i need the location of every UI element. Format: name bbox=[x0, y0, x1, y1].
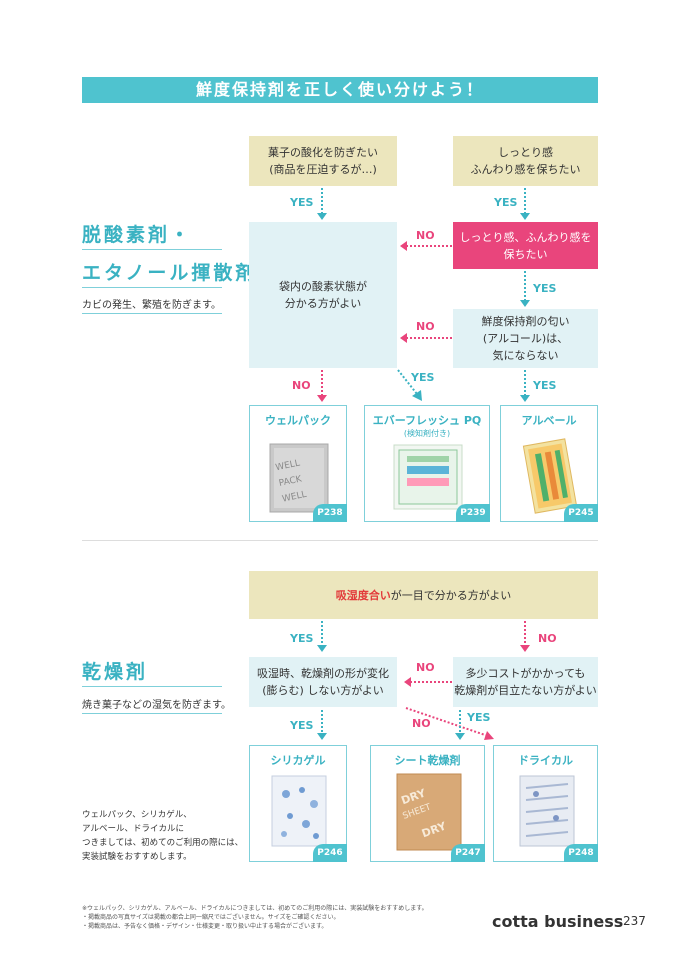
page-badge: P239 bbox=[456, 504, 490, 522]
label-s1-yes-2: YES bbox=[494, 196, 518, 209]
section1-rule-1 bbox=[82, 249, 222, 250]
arrow-s1-state-yes bbox=[397, 369, 422, 401]
label-s1-no-1: NO bbox=[416, 229, 435, 242]
box-humidity-visible: 吸湿度合いが一目で分かる方がよい bbox=[249, 571, 598, 619]
box-shape-unchanged: 吸湿時、乾燥剤の形が変化 (膨らむ) しない方がよい bbox=[249, 657, 397, 707]
arrow-s1-pink-yes bbox=[520, 271, 530, 307]
page-badge: P248 bbox=[564, 844, 598, 862]
product-card-silica-gel[interactable]: シリカゲル P246 bbox=[249, 745, 347, 862]
label-s2-yes-3: YES bbox=[467, 711, 491, 724]
page-badge: P245 bbox=[564, 504, 598, 522]
footnote-1: ※ウェルパック、シリカゲル、アルベール、ドライカルにつきましては、初めてのご利用… bbox=[82, 905, 428, 912]
arrow-s1-pink-no bbox=[400, 241, 452, 251]
arrow-s2-cost-no bbox=[404, 677, 452, 687]
sheet-desiccant-photo: DRY SHEET DRY bbox=[396, 773, 462, 851]
label-s1-no-2: NO bbox=[416, 320, 435, 333]
section1-rule-3 bbox=[82, 313, 222, 314]
page-badge: P238 bbox=[313, 504, 347, 522]
label-s2-yes-2: YES bbox=[290, 719, 314, 732]
section1-rule-2 bbox=[82, 287, 222, 288]
label-s2-no-1: NO bbox=[538, 632, 557, 645]
arrow-s2-cost-yes bbox=[455, 710, 465, 740]
brand-logo: cotta business bbox=[492, 912, 624, 931]
page-banner: 鮮度保持剤を正しく使い分けよう！ bbox=[82, 77, 598, 103]
arrow-s2-top-yes bbox=[317, 621, 327, 652]
emphasis-text: 吸湿度合い bbox=[335, 588, 391, 602]
product-card-wellpack[interactable]: ウェルパック WELL PACK WELL P238 bbox=[249, 405, 347, 522]
arrow-s1-state-no bbox=[317, 370, 327, 402]
page-badge: P246 bbox=[313, 844, 347, 862]
arrow-s1-oxidation-yes bbox=[317, 188, 327, 220]
label-s2-yes-1: YES bbox=[290, 632, 314, 645]
product-subtitle: (検知剤付き) bbox=[403, 429, 451, 438]
product-name: ウェルパック bbox=[265, 414, 331, 427]
section2-desc: 焼き菓子などの湿気を防ぎます。 bbox=[82, 700, 231, 711]
page-badge: P247 bbox=[451, 844, 485, 862]
product-card-sheet-desiccant[interactable]: シート乾燥剤 DRY SHEET DRY P247 bbox=[370, 745, 485, 862]
label-s1-yes-5: YES bbox=[533, 379, 557, 392]
label-s1-no-3: NO bbox=[292, 379, 311, 392]
box-oxygen-state: 袋内の酸素状態が 分かる方がよい bbox=[249, 222, 397, 368]
section2-note: ウェルパック、シリカゲル、 アルベール、ドライカルに つきましては、初めてのご利… bbox=[82, 810, 244, 862]
section-divider bbox=[82, 540, 598, 541]
product-name: ドライカル bbox=[518, 754, 573, 767]
svg-text:PACK: PACK bbox=[278, 474, 304, 489]
product-name: シート乾燥剤 bbox=[394, 754, 461, 767]
page-number: 237 bbox=[623, 914, 646, 928]
product-card-albel[interactable]: アルベール P245 bbox=[500, 405, 598, 522]
box-keep-moist-pink: しっとり感、ふんわり感を 保ちたい bbox=[453, 222, 598, 269]
arrow-s2-shape-no bbox=[405, 707, 494, 740]
label-s1-yes-1: YES bbox=[290, 196, 314, 209]
product-card-drycal[interactable]: ドライカル P248 bbox=[493, 745, 598, 862]
drycal-photo bbox=[519, 775, 575, 847]
product-card-everfresh-pq[interactable]: エバーフレッシュ PQ (検知剤付き) P239 bbox=[364, 405, 490, 522]
product-name: シリカゲル bbox=[270, 754, 326, 767]
box-text: が一目で分かる方がよい bbox=[390, 588, 512, 602]
albel-photo bbox=[522, 438, 578, 514]
section2-rule-2 bbox=[82, 713, 222, 714]
box-cost-inconspicuous: 多少コストがかかっても 乾燥剤が目立たない方がよい bbox=[453, 657, 598, 707]
label-s2-no-2: NO bbox=[416, 661, 435, 674]
box-alcohol-smell: 鮮度保持剤の匂い (アルコール)は、 気にならない bbox=[453, 309, 598, 368]
section1-title-line1: 脱酸素剤・ bbox=[82, 224, 193, 246]
box-keep-moist: しっとり感 ふんわり感を保ちたい bbox=[453, 136, 598, 186]
product-name: エバーフレッシュ PQ bbox=[372, 414, 482, 427]
everfresh-photo bbox=[393, 444, 463, 510]
arrow-s2-top-no bbox=[520, 621, 530, 652]
section2-title: 乾燥剤 bbox=[82, 661, 149, 683]
arrow-s2-shape-yes bbox=[317, 710, 327, 740]
arrow-s1-alcohol-no bbox=[400, 333, 452, 343]
label-s2-no-3: NO bbox=[412, 717, 431, 730]
footnote-2: ・掲載商品の写真サイズは掲載の都合上同一縮尺ではございません。サイズをご確認くだ… bbox=[82, 914, 340, 921]
label-s1-yes-4: YES bbox=[411, 371, 435, 384]
section1-title-line2: エタノール揮散剤 bbox=[82, 262, 258, 284]
box-prevent-oxidation: 菓子の酸化を防ぎたい (商品を圧迫するが…) bbox=[249, 136, 397, 186]
footnote-3: ・掲載商品は、予告なく価格・デザイン・仕様変更・取り扱い中止する場合がございます… bbox=[82, 923, 328, 930]
product-name: アルベール bbox=[521, 414, 577, 427]
section2-rule-1 bbox=[82, 686, 222, 687]
silica-gel-photo bbox=[271, 775, 327, 847]
label-s1-yes-3: YES bbox=[533, 282, 557, 295]
wellpack-photo: WELL PACK WELL bbox=[269, 443, 329, 513]
arrow-s1-alcohol-yes bbox=[520, 370, 530, 402]
arrow-s1-moist-yes bbox=[520, 188, 530, 220]
section1-desc: カビの発生、繁殖を防ぎます。 bbox=[82, 300, 221, 311]
